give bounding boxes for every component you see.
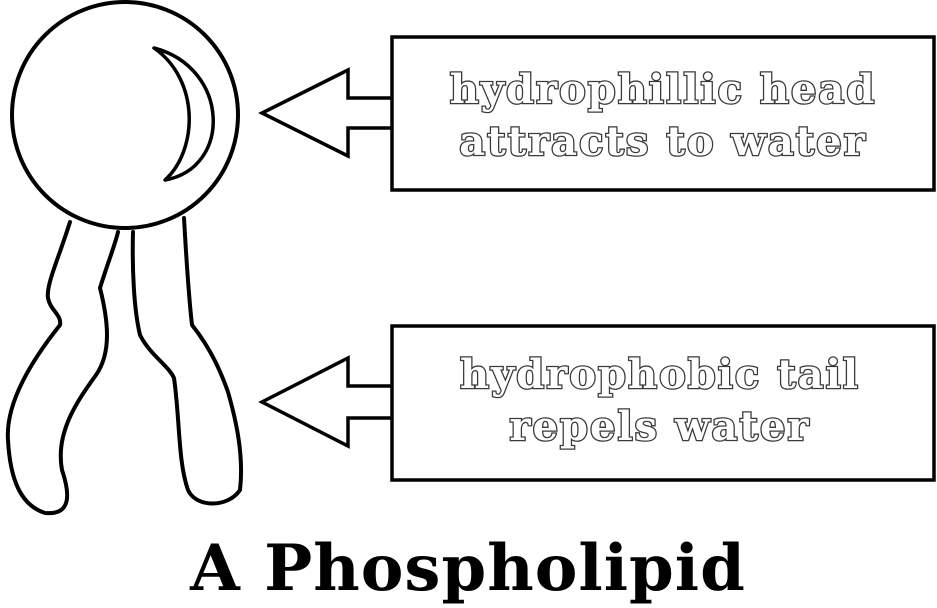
phospholipid-tail-left	[5, 220, 120, 516]
head-label-line2: attracts to water	[459, 118, 867, 165]
tail-label-box: hydrophobic tail repels water	[390, 324, 936, 482]
head-arrow	[258, 67, 392, 159]
diagram-title: A Phospholipid	[189, 531, 746, 606]
phospholipid-tail-right	[130, 216, 244, 506]
head-label-border	[390, 35, 936, 192]
tail-label-border	[390, 324, 936, 482]
tail-arrow	[258, 355, 392, 449]
head-arrow-shape	[258, 67, 392, 159]
tail-label-line1: hydrophobic tail	[460, 351, 860, 398]
tail-arrow-shape	[258, 355, 392, 449]
phospholipid-head	[10, 0, 240, 230]
tail-label-line2: repels water	[510, 403, 811, 450]
head-highlight	[152, 46, 215, 182]
tail-right-outline	[130, 216, 244, 506]
tail-left-outline	[5, 220, 120, 516]
head-label-box: hydrophillic head attracts to water	[390, 35, 936, 192]
head-label-line1: hydrophillic head	[450, 66, 877, 113]
